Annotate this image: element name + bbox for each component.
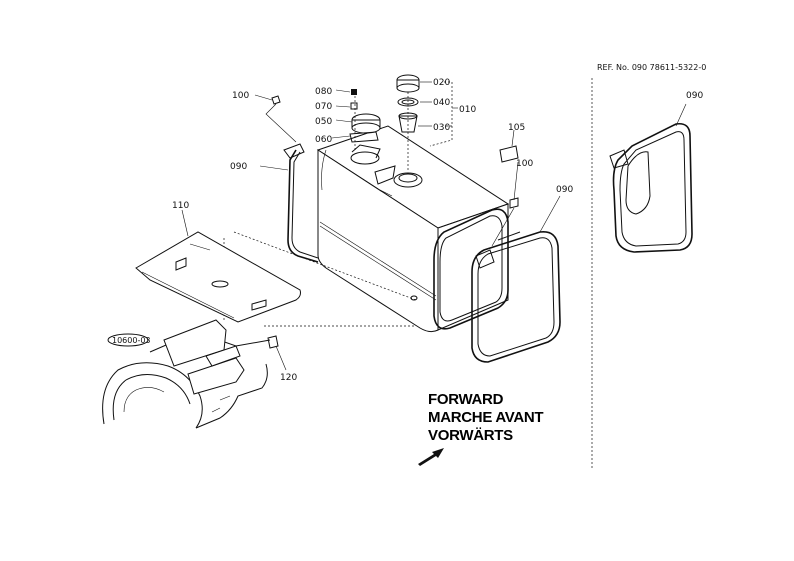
callout-110: 110 — [172, 201, 189, 211]
callout-020: 020 — [433, 78, 450, 88]
callout-100-left: 100 — [232, 91, 249, 101]
forward-line-2: MARCHE AVANT — [428, 409, 543, 426]
forward-line-3: VORWÄRTS — [428, 427, 513, 444]
tank-end-cushion — [433, 208, 509, 330]
callout-090-left: 090 — [230, 162, 247, 172]
ref-number: REF. No. 090 78611-5322-0 — [597, 63, 706, 72]
callout-010: 010 — [459, 105, 476, 115]
inset-band-090 — [609, 103, 693, 253]
tank-band-left — [283, 143, 319, 263]
callout-105: 105 — [508, 123, 525, 133]
section-tag: 10600-03 — [112, 336, 151, 345]
callout-090-inset: 090 — [686, 91, 703, 101]
leader-lines — [181, 74, 561, 371]
floor-plate-110 — [135, 231, 301, 323]
callout-040: 040 — [433, 98, 450, 108]
callout-120: 120 — [280, 373, 297, 383]
forward-arrow-icon — [418, 448, 444, 466]
callout-030: 030 — [433, 123, 450, 133]
callout-050: 050 — [315, 117, 332, 127]
callout-100-right: 100 — [516, 159, 533, 169]
callout-090-right: 090 — [556, 185, 573, 195]
callout-070: 070 — [315, 102, 332, 112]
callout-080: 080 — [315, 87, 332, 97]
transmission-housing — [102, 319, 279, 429]
tank-band-right — [471, 230, 561, 363]
fuel-tank — [316, 125, 510, 333]
callout-060: 060 — [315, 135, 332, 145]
forward-line-1: FORWARD — [428, 391, 504, 408]
